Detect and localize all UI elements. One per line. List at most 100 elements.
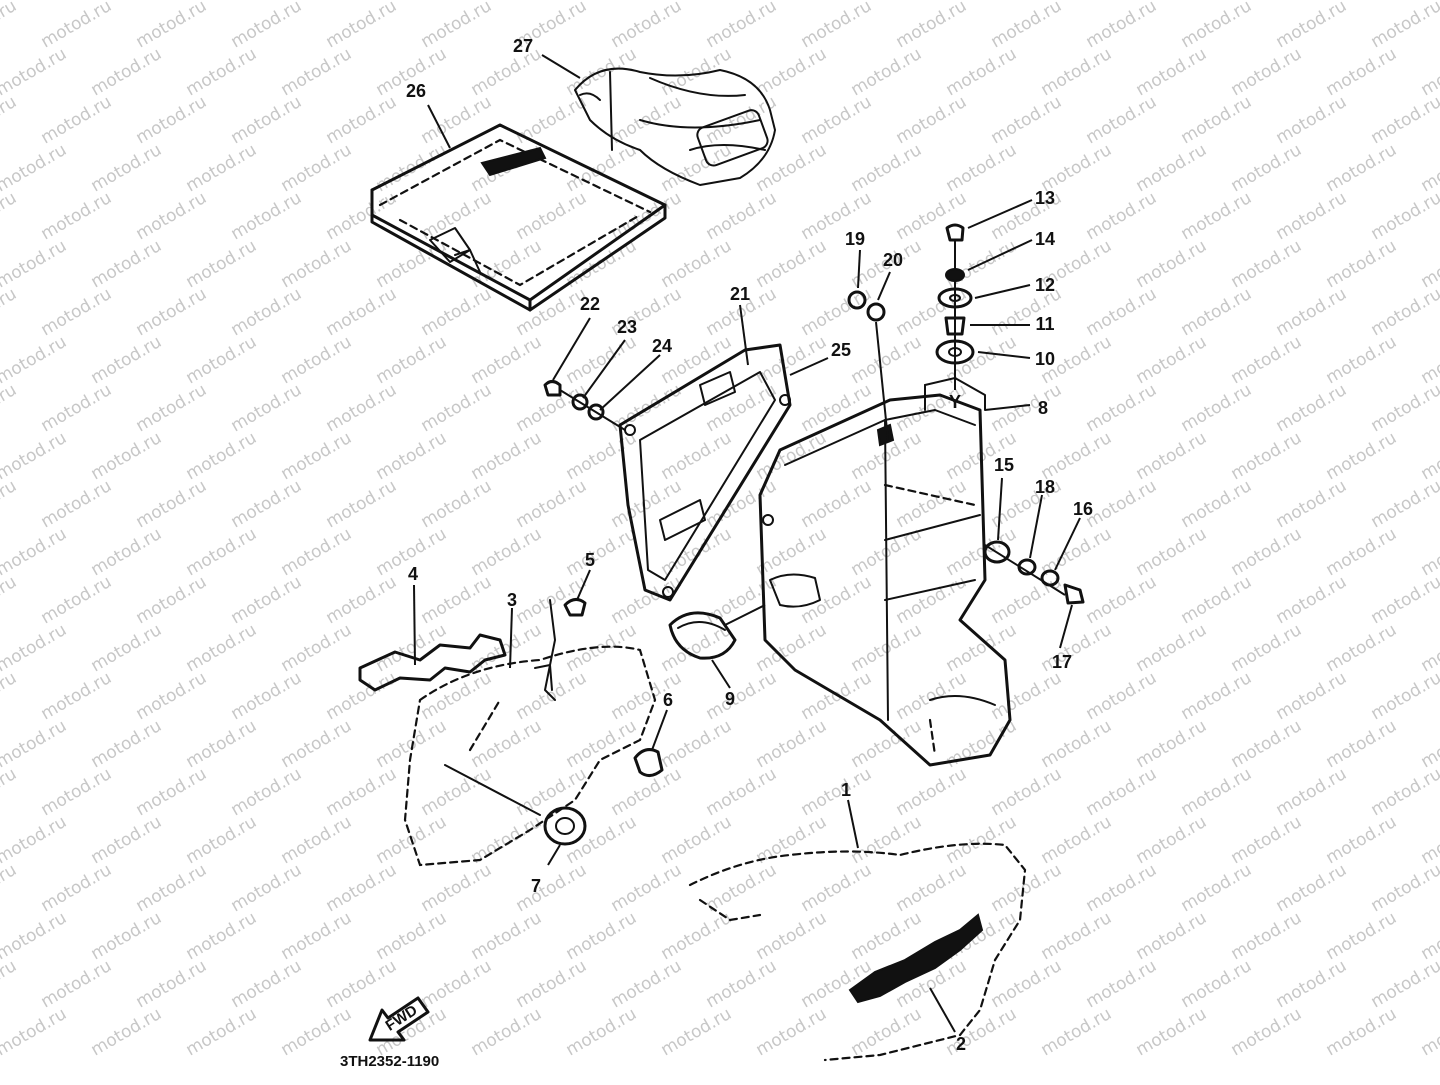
watermark-text: motod.ru	[988, 956, 1066, 1012]
watermark-text: motod.ru	[1273, 284, 1351, 340]
callout-25: 25	[831, 340, 851, 360]
callout-21: 21	[730, 284, 750, 304]
watermark-text: motod.ru	[1083, 0, 1161, 52]
watermark-text: motod.ru	[658, 428, 736, 484]
watermark-text: motod.ru	[88, 908, 166, 964]
watermark-text: motod.ru	[0, 860, 20, 916]
watermark-text: motod.ru	[563, 812, 641, 868]
watermark-text: motod.ru	[658, 236, 736, 292]
watermark-text: motod.ru	[38, 956, 116, 1012]
watermark-text: motod.ru	[228, 860, 306, 916]
watermark-text: motod.ru	[798, 476, 876, 532]
watermark-text: motod.ru	[1368, 284, 1440, 340]
callout-8: 8	[1038, 398, 1048, 418]
watermark-text: motod.ru	[1368, 476, 1440, 532]
watermark-text: motod.ru	[468, 620, 546, 676]
svg-text:Y: Y	[949, 392, 961, 412]
callout-12: 12	[1035, 275, 1055, 295]
watermark-text: motod.ru	[1418, 908, 1440, 964]
watermark-text: motod.ru	[278, 908, 356, 964]
watermark-text: motod.ru	[753, 236, 831, 292]
watermark-text: motod.ru	[608, 0, 686, 52]
watermark-text: motod.ru	[1178, 188, 1256, 244]
watermark-text: motod.ru	[1418, 812, 1440, 868]
watermark-text: motod.ru	[1133, 44, 1211, 100]
watermark-text: motod.ru	[1038, 716, 1116, 772]
watermark-text: motod.ru	[608, 92, 686, 148]
watermark-text: motod.ru	[38, 188, 116, 244]
watermark-text: motod.ru	[38, 764, 116, 820]
watermark-text: motod.ru	[0, 716, 70, 772]
watermark-text: motod.ru	[0, 812, 70, 868]
watermark-text: motod.ru	[0, 140, 70, 196]
watermark-text: motod.ru	[133, 476, 211, 532]
watermark-text: motod.ru	[0, 572, 20, 628]
watermark-text: motod.ru	[228, 764, 306, 820]
callout-10: 10	[1035, 349, 1055, 369]
watermark-text: motod.ru	[893, 572, 971, 628]
watermark-text: motod.ru	[183, 140, 261, 196]
watermark-text: motod.ru	[373, 620, 451, 676]
watermark-text: motod.ru	[133, 668, 211, 724]
watermark-text: motod.ru	[278, 812, 356, 868]
watermark-text: motod.ru	[1133, 332, 1211, 388]
watermark-text: motod.ru	[1228, 524, 1306, 580]
watermark-text: motod.ru	[228, 0, 306, 52]
watermark-text: motod.ru	[893, 188, 971, 244]
watermark-text: motod.ru	[373, 428, 451, 484]
watermark-text: motod.ru	[1323, 44, 1401, 100]
watermark-text: motod.ru	[0, 1004, 70, 1060]
callout-4: 4	[408, 564, 418, 584]
watermark-text: motod.ru	[133, 0, 211, 52]
watermark-text: motod.ru	[133, 956, 211, 1012]
watermark-text: motod.ru	[278, 524, 356, 580]
watermark-text: motod.ru	[703, 860, 781, 916]
watermark-text: motod.ru	[608, 764, 686, 820]
watermark-text: motod.ru	[658, 812, 736, 868]
watermark-text: motod.ru	[798, 92, 876, 148]
watermark-text: motod.ru	[563, 524, 641, 580]
watermark-text: motod.ru	[1228, 236, 1306, 292]
watermark-text: motod.ru	[563, 1004, 641, 1060]
watermark-text: motod.ru	[88, 812, 166, 868]
watermark-text: motod.ru	[38, 668, 116, 724]
watermark-text: motod.ru	[1418, 1004, 1440, 1060]
watermark-text: motod.ru	[1228, 428, 1306, 484]
watermark-text: motod.ru	[848, 44, 926, 100]
watermark-text: motod.ru	[228, 572, 306, 628]
watermark-text: motod.ru	[468, 908, 546, 964]
watermark-text: motod.ru	[1323, 428, 1401, 484]
watermark-text: motod.ru	[1038, 44, 1116, 100]
watermark-text: motod.ru	[753, 908, 831, 964]
watermark-text: motod.ru	[323, 476, 401, 532]
watermark-text: motod.ru	[183, 44, 261, 100]
watermark-text: motod.ru	[753, 428, 831, 484]
watermark-text: motod.ru	[88, 140, 166, 196]
watermark-text: motod.ru	[38, 476, 116, 532]
watermark-text: motod.ru	[1368, 860, 1440, 916]
watermark-text: motod.ru	[278, 620, 356, 676]
watermark-text: motod.ru	[1178, 284, 1256, 340]
watermark-text: motod.ru	[1038, 428, 1116, 484]
callout-7: 7	[531, 876, 541, 896]
callout-23: 23	[617, 317, 637, 337]
callout-17: 17	[1052, 652, 1072, 672]
watermark-text: motod.ru	[1368, 92, 1440, 148]
watermark-text: motod.ru	[988, 764, 1066, 820]
watermark-text: motod.ru	[88, 524, 166, 580]
watermark-text: motod.ru	[1133, 716, 1211, 772]
callout-18: 18	[1035, 477, 1055, 497]
watermark-text: motod.ru	[278, 716, 356, 772]
callout-3: 3	[507, 590, 517, 610]
callout-14: 14	[1035, 229, 1055, 249]
watermark-text: motod.ru	[183, 620, 261, 676]
watermark-text: motod.ru	[1228, 812, 1306, 868]
watermark-text: motod.ru	[1273, 380, 1351, 436]
watermark-text: motod.ru	[1083, 476, 1161, 532]
watermark-text: motod.ru	[228, 92, 306, 148]
watermark-text: motod.ru	[1178, 764, 1256, 820]
watermark-text: motod.ru	[0, 92, 20, 148]
watermark-text: motod.ru	[1133, 908, 1211, 964]
